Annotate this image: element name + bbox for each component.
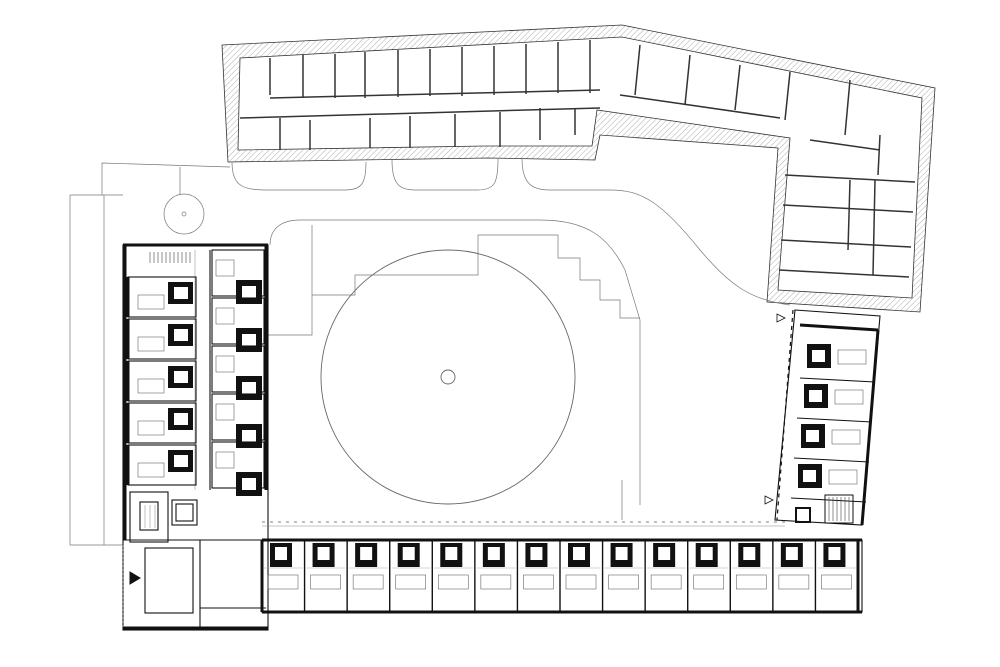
room-module xyxy=(559,540,601,612)
room-module xyxy=(793,424,870,463)
courtyard-edge-south xyxy=(267,335,623,520)
lawn-center-feature xyxy=(440,369,456,385)
entrance-arrow-icon xyxy=(129,571,141,585)
courtyard-edge-west xyxy=(267,245,313,336)
site-boundary-west xyxy=(69,194,123,546)
room-module xyxy=(261,540,303,612)
planting-bed-2 xyxy=(391,158,499,191)
room-module xyxy=(126,318,197,360)
room-module xyxy=(516,540,558,612)
existing-building-outline xyxy=(221,24,936,313)
room-module xyxy=(211,297,265,352)
room-module xyxy=(729,540,771,612)
room-module xyxy=(790,464,867,503)
planting-bed-3 xyxy=(521,157,791,306)
entry-arrow-icon xyxy=(776,313,786,323)
planting-bed-1 xyxy=(231,161,367,191)
east-wing-rooms xyxy=(790,344,876,503)
room-module xyxy=(303,540,346,612)
room-module xyxy=(474,540,516,612)
room-module xyxy=(211,393,265,448)
circular-lawn xyxy=(320,249,576,505)
existing-building-partitions xyxy=(239,40,916,278)
west-wing-stair-top xyxy=(149,252,191,263)
site-landscape xyxy=(69,157,791,546)
tree-icon xyxy=(163,193,205,235)
room-module xyxy=(211,345,265,400)
room-module xyxy=(796,384,873,423)
east-wing-stair xyxy=(795,494,854,524)
tree-trunk-icon xyxy=(181,211,187,217)
room-module xyxy=(431,540,473,612)
room-module xyxy=(346,540,388,612)
entry-arrow-icon xyxy=(764,495,774,505)
south-wing-rooms xyxy=(261,540,856,612)
room-module xyxy=(799,344,876,383)
room-module xyxy=(687,540,729,612)
existing-building-north xyxy=(221,24,936,313)
south-wing xyxy=(260,521,863,614)
room-module xyxy=(126,276,197,318)
room-module xyxy=(772,540,814,612)
site-path-northwest xyxy=(101,162,231,195)
room-module xyxy=(126,444,197,486)
room-module xyxy=(644,540,686,612)
west-wing xyxy=(122,243,269,631)
room-module xyxy=(211,441,265,496)
west-wing-stair-core xyxy=(129,491,198,543)
west-wing-entrance xyxy=(122,539,268,628)
room-module xyxy=(126,402,197,444)
room-module xyxy=(211,249,265,304)
courtyard-path-inner xyxy=(311,225,640,319)
room-module xyxy=(601,540,644,612)
east-wing xyxy=(764,309,881,526)
west-wing-rooms-east xyxy=(211,249,265,496)
courtyard-path xyxy=(269,219,641,505)
room-module xyxy=(389,540,431,612)
room-module xyxy=(814,540,856,612)
west-wing-rooms-west xyxy=(126,276,197,486)
south-wing-outline xyxy=(261,539,863,613)
room-module xyxy=(126,360,197,402)
